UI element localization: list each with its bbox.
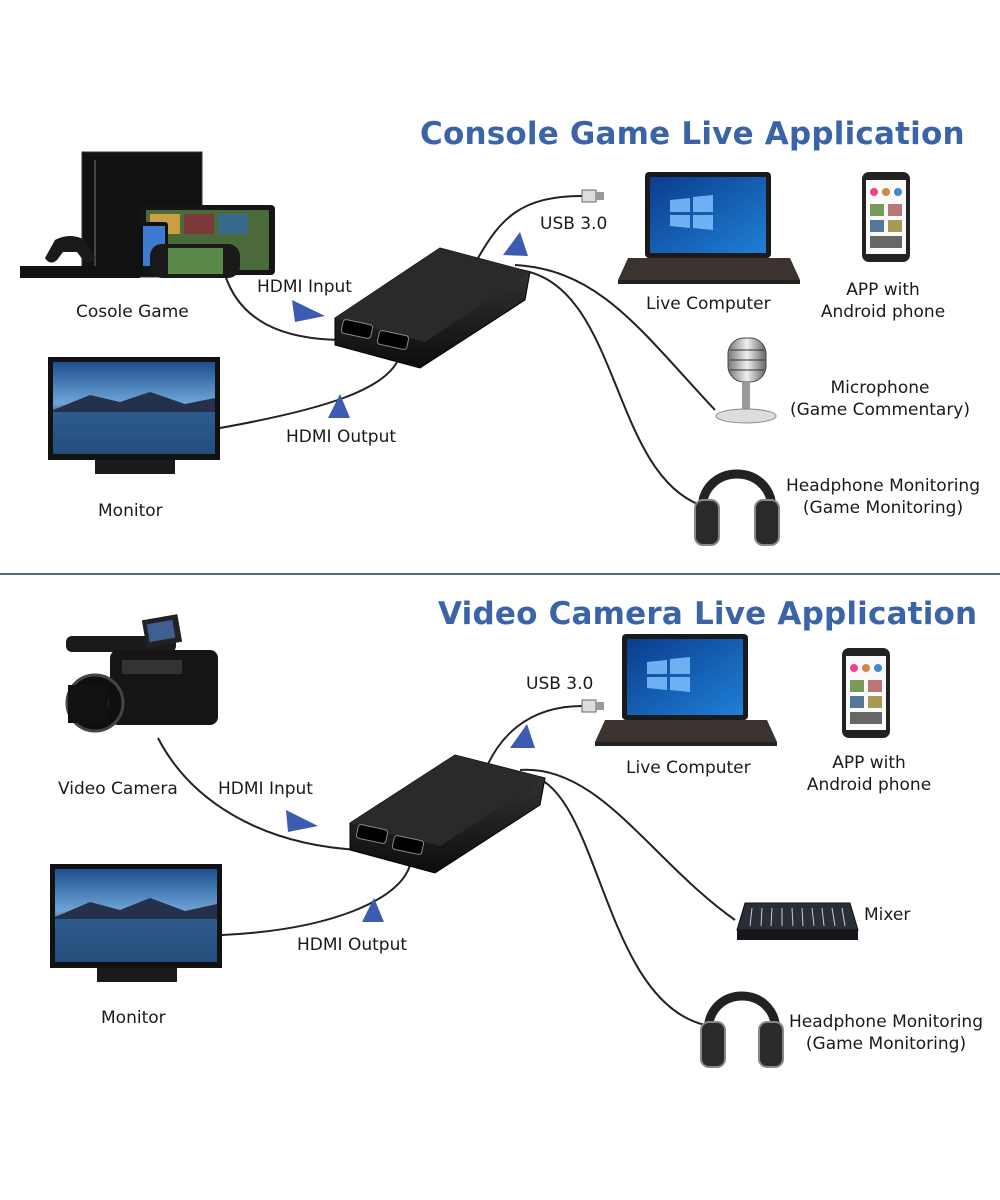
section-divider xyxy=(0,573,1000,575)
top-section-title: Console Game Live Application xyxy=(420,116,965,152)
mixer-label: Mixer xyxy=(864,905,911,925)
top-hdmi-output-arrow xyxy=(328,394,350,418)
top-usb-arrow xyxy=(503,232,528,256)
top-monitor-label: Monitor xyxy=(98,501,163,521)
bottom-app-line1: APP with xyxy=(832,753,906,773)
bottom-arrows xyxy=(286,724,535,922)
top-headphone-line2: (Game Monitoring) xyxy=(802,498,964,518)
mixer-icon xyxy=(736,902,859,940)
bottom-headphone-line1: Headphone Monitoring xyxy=(789,1012,983,1032)
top-phone-icon xyxy=(862,172,910,262)
bottom-monitor-icon xyxy=(50,864,222,982)
console-game-icon xyxy=(20,151,275,278)
bottom-app-line2: Android phone xyxy=(806,775,932,795)
bottom-usb-plug-icon xyxy=(581,699,604,713)
top-usb-label: USB 3.0 xyxy=(540,214,608,234)
microphone-icon xyxy=(715,337,777,424)
top-cable-console-input xyxy=(224,274,346,341)
bottom-phone-icon xyxy=(842,648,890,738)
top-cable-mic xyxy=(514,264,716,411)
bottom-cable-monitor-output xyxy=(221,864,411,936)
bottom-monitor-label: Monitor xyxy=(101,1008,166,1028)
top-app-label: APP with Android phone xyxy=(812,279,954,323)
top-cable-headphone xyxy=(519,269,701,506)
top-cable-monitor-output xyxy=(219,354,401,429)
microphone-line1: Microphone xyxy=(830,378,930,398)
bottom-capture-card-icon xyxy=(349,754,546,874)
top-hdmi-output-label: HDMI Output xyxy=(286,427,397,447)
bottom-app-label: APP with Android phone xyxy=(798,752,940,796)
video-camera-icon xyxy=(65,614,218,733)
video-camera-label: Video Camera xyxy=(58,779,178,799)
top-monitor-icon xyxy=(48,357,220,474)
bottom-hdmi-input-arrow xyxy=(286,810,318,832)
bottom-hdmi-output-arrow xyxy=(362,898,384,922)
bottom-headphone-line2: (Game Monitoring) xyxy=(805,1034,967,1054)
top-cables xyxy=(219,194,716,506)
microphone-label: Microphone (Game Commentary) xyxy=(780,377,980,421)
top-usb-plug-icon xyxy=(581,189,604,203)
top-hdmi-input-arrow xyxy=(292,300,325,322)
bottom-hdmi-input-label: HDMI Input xyxy=(218,779,313,799)
microphone-line2: (Game Commentary) xyxy=(789,400,971,420)
top-arrows xyxy=(292,232,528,418)
bottom-cable-camera-input xyxy=(157,737,361,851)
bottom-headphone-label: Headphone Monitoring (Game Monitoring) xyxy=(781,1011,991,1055)
top-laptop-icon xyxy=(618,172,800,284)
top-hdmi-input-label: HDMI Input xyxy=(257,277,352,297)
top-headphone-icon xyxy=(694,469,780,546)
bottom-headphone-icon xyxy=(700,991,784,1068)
bottom-usb-arrow xyxy=(510,724,535,748)
top-cable-usb xyxy=(477,194,586,259)
top-computer-label: Live Computer xyxy=(646,294,771,314)
top-app-line1: APP with xyxy=(846,280,920,300)
console-label: Cosole Game xyxy=(76,302,189,322)
top-headphone-label: Headphone Monitoring (Game Monitoring) xyxy=(778,475,988,519)
bottom-cable-headphone xyxy=(524,774,706,1026)
top-capture-card-icon xyxy=(334,247,531,369)
bottom-computer-label: Live Computer xyxy=(626,758,751,778)
top-headphone-line1: Headphone Monitoring xyxy=(786,476,980,496)
bottom-section-title: Video Camera Live Application xyxy=(438,596,978,632)
bottom-cable-mixer xyxy=(519,768,736,921)
bottom-laptop-icon xyxy=(595,634,777,746)
bottom-usb-label: USB 3.0 xyxy=(526,674,594,694)
top-app-line2: Android phone xyxy=(820,302,946,322)
bottom-hdmi-output-label: HDMI Output xyxy=(297,935,408,955)
